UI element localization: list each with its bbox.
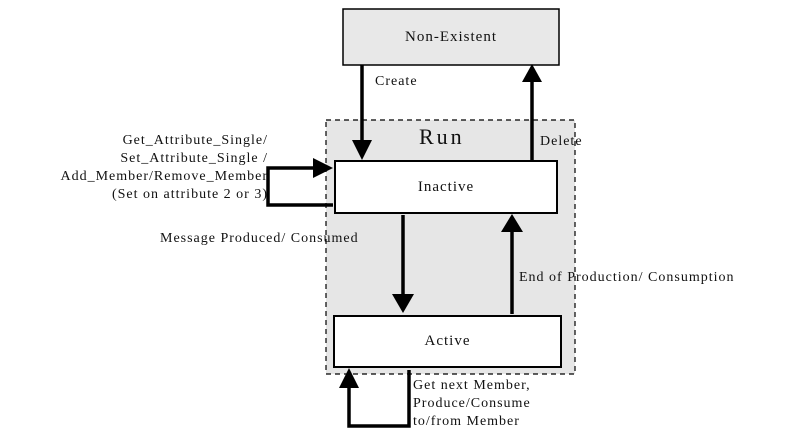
active-self-loop-line-2: Produce/Consume — [413, 396, 531, 411]
inactive-label: Inactive — [417, 178, 475, 195]
create-arrowhead — [352, 140, 372, 160]
run-label: Run — [419, 124, 465, 149]
inactive-self-loop-line — [266, 166, 333, 207]
inactive-self-loop-line-3: Add_Member/Remove_Member — [60, 169, 268, 184]
active-self-loop-line-1: Get next Member, — [413, 378, 531, 393]
active-self-loop-line — [347, 370, 411, 428]
create-label: Create — [375, 74, 418, 89]
end-arrowhead — [501, 214, 523, 232]
active-self-loop-label: Get next Member, Produce/Consume to/from… — [413, 377, 531, 431]
non-existent-label: Non-Existent — [405, 28, 497, 45]
inactive-self-loop-arrowhead — [313, 158, 333, 178]
message-arrowhead — [392, 294, 414, 313]
active-box — [333, 315, 562, 368]
message-produced-consumed-label: Message Produced/ Consumed — [160, 231, 359, 246]
delete-arrowhead — [522, 64, 542, 82]
active-self-loop-arrowhead — [339, 368, 359, 388]
inactive-box — [334, 160, 558, 214]
inactive-self-loop-line-4: (Set on attribute 2 or 3) — [111, 187, 268, 202]
inactive-self-loop-line-1: Get_Attribute_Single/ — [122, 133, 268, 148]
non-existent-box — [342, 8, 560, 66]
end-of-production-label: End of Production/ Consumption — [519, 270, 735, 285]
inactive-self-loop-line-2: Set_Attribute_Single / — [120, 151, 268, 166]
active-label: Active — [424, 333, 471, 349]
delete-label: Delete — [540, 134, 583, 149]
inactive-self-loop-label: Get_Attribute_Single/ Set_Attribute_Sing… — [6, 132, 268, 204]
active-self-loop-line-3: to/from Member — [413, 414, 520, 429]
